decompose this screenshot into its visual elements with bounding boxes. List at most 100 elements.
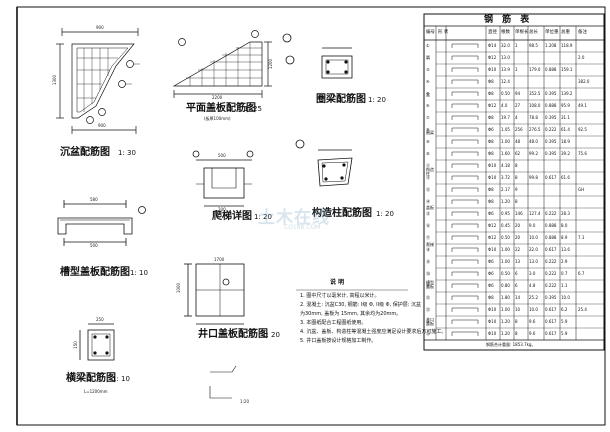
table-cell: 0.617 bbox=[545, 330, 557, 336]
table-cell: ⑰ bbox=[426, 234, 430, 240]
table-cell: 9.6 bbox=[529, 330, 536, 336]
table-cell: 3.0 bbox=[529, 270, 536, 276]
table-cell: 2.9 bbox=[561, 258, 568, 264]
table-group-label: 沉 bbox=[426, 54, 430, 60]
table-cell: Φ8 bbox=[488, 150, 494, 156]
table-cell: 9.0 bbox=[529, 222, 536, 228]
scale-well-cover: 1: 20 bbox=[262, 331, 280, 339]
title-sink-slab: 沉盆配筋图 bbox=[60, 147, 110, 158]
note-item: 4. 沉盆、盖板、构造柱等混凝土强度应满足设计要求后方可施工。 bbox=[300, 329, 447, 335]
table-group-label: 爬梯 bbox=[426, 242, 434, 248]
table-header-cell: 单位重 bbox=[545, 30, 559, 35]
table-cell: ⑫ bbox=[426, 174, 430, 180]
table-cell: 2.0 bbox=[578, 54, 585, 60]
rebar-shape-sketch bbox=[451, 151, 479, 156]
table-cell: ⑳ bbox=[426, 270, 430, 276]
table-cell: 14 bbox=[515, 294, 521, 300]
table-cell: 1 bbox=[515, 42, 518, 48]
table-header-cell: 备注 bbox=[578, 30, 587, 35]
table-cell: ⑲ bbox=[426, 258, 430, 264]
title-plan-cover: 平面盖板配筋图 bbox=[186, 103, 256, 114]
table-cell: ⑯ bbox=[426, 222, 430, 228]
table-cell: 27 bbox=[515, 102, 521, 108]
table-cell: ④ bbox=[426, 78, 430, 84]
dim-label: 250 bbox=[96, 317, 104, 322]
scale-groove-cover: 1: 10 bbox=[130, 269, 148, 277]
table-cell: Φ12 bbox=[488, 54, 497, 60]
dim-label: 500 bbox=[218, 153, 226, 158]
scale-sink-slab: 1: 30 bbox=[118, 149, 136, 157]
groove-cover-drawing bbox=[57, 200, 146, 246]
watermark-url: CO188.COM bbox=[284, 224, 321, 231]
table-cell: ㉕ bbox=[426, 330, 430, 336]
table-cell: 0.888 bbox=[545, 222, 557, 228]
title-lintel: 横梁配筋图 bbox=[66, 373, 116, 384]
table-cell: 49.1 bbox=[578, 102, 587, 108]
steel-schedule-table bbox=[423, 13, 605, 351]
table-cell: 0.80 bbox=[501, 282, 510, 288]
dim-label: 1700 bbox=[214, 257, 225, 262]
table-header-cell: 总长 bbox=[529, 30, 538, 35]
table-cell: 10.0 bbox=[561, 294, 570, 300]
table-cell: 13 bbox=[515, 258, 521, 264]
table-cell: 0.50 bbox=[501, 234, 510, 240]
scale-ring-beam: 1: 20 bbox=[368, 96, 386, 104]
table-cell: 6.7 bbox=[578, 270, 585, 276]
table-cell: ⑧ bbox=[426, 126, 430, 132]
table-cell: 10 bbox=[515, 306, 521, 312]
table-cell: 108.0 bbox=[529, 102, 541, 108]
table-cell: 0.95 bbox=[501, 210, 510, 216]
rebar-shape-sketch bbox=[451, 103, 479, 108]
table-cell: 4.18 bbox=[501, 162, 510, 168]
table-cell: 10.0 bbox=[529, 234, 538, 240]
table-cell: 0.222 bbox=[545, 126, 557, 132]
table-cell: 0.395 bbox=[545, 114, 557, 120]
table-cell: ③ bbox=[426, 66, 430, 72]
well-cover-drawing bbox=[184, 263, 245, 399]
table-cell: Φ8 bbox=[488, 138, 494, 144]
table-cell: 1.20 bbox=[501, 198, 510, 204]
table-cell: 159.1 bbox=[561, 66, 573, 72]
note-item: 5. 井口盖板按设计规格加工制作。 bbox=[300, 338, 377, 344]
rebar-shape-sketch bbox=[451, 283, 479, 288]
table-group-label: 盖板 bbox=[426, 204, 434, 210]
rebar-shape-sketch bbox=[451, 331, 479, 336]
table-cell: 1.60 bbox=[501, 150, 510, 156]
table-cell: Φ14 bbox=[488, 42, 497, 48]
table-group-label: 槽型盖板 bbox=[426, 279, 434, 289]
note-item: 1. 图中尺寸以毫米计, 高程以米计。 bbox=[300, 293, 380, 299]
table-cell: 92.5 bbox=[578, 126, 587, 132]
table-cell: Φ6 bbox=[488, 126, 494, 132]
rebar-shape-sketch bbox=[451, 235, 479, 240]
table-cell: 146 bbox=[515, 210, 523, 216]
table-cell: 5.9 bbox=[561, 318, 568, 324]
table-cell: ① bbox=[426, 42, 430, 48]
table-cell: Φ10 bbox=[488, 66, 497, 72]
table-cell: 75.6 bbox=[578, 150, 587, 156]
table-group-label: 圈梁 bbox=[426, 129, 434, 135]
table-cell: 1.00 bbox=[501, 246, 510, 252]
rebar-shape-sketch bbox=[451, 67, 479, 72]
table-cell: 1.00 bbox=[501, 258, 510, 264]
table-cell: 13.0 bbox=[529, 258, 538, 264]
table-cell: 13.9 bbox=[501, 66, 510, 72]
watermark-logo: 土木在线 bbox=[258, 208, 330, 228]
table-cell: Φ8 bbox=[488, 78, 494, 84]
table-cell: Φ6 bbox=[488, 270, 494, 276]
table-cell: 0.395 bbox=[545, 294, 557, 300]
table-cell: 0.617 bbox=[545, 246, 557, 252]
table-cell: 1.20 bbox=[501, 330, 510, 336]
table-cell: ⑬ bbox=[426, 186, 430, 192]
table-cell: ⑨ bbox=[426, 138, 430, 144]
table-cell: 8 bbox=[515, 198, 518, 204]
table-total: 钢筋合计重量: 1853.7kg。 bbox=[486, 342, 536, 347]
table-cell: 6.2 bbox=[561, 306, 568, 312]
table-cell: 8.0 bbox=[561, 222, 568, 228]
table-cell: Φ10 bbox=[488, 174, 497, 180]
table-cell: 9 bbox=[515, 186, 518, 192]
table-cell: 78.8 bbox=[529, 114, 538, 120]
dim-label: 900 bbox=[96, 25, 104, 30]
dim-label: 1000 bbox=[176, 282, 182, 294]
table-cell: 99.2 bbox=[529, 150, 538, 156]
rebar-shape-sketch bbox=[451, 295, 479, 300]
